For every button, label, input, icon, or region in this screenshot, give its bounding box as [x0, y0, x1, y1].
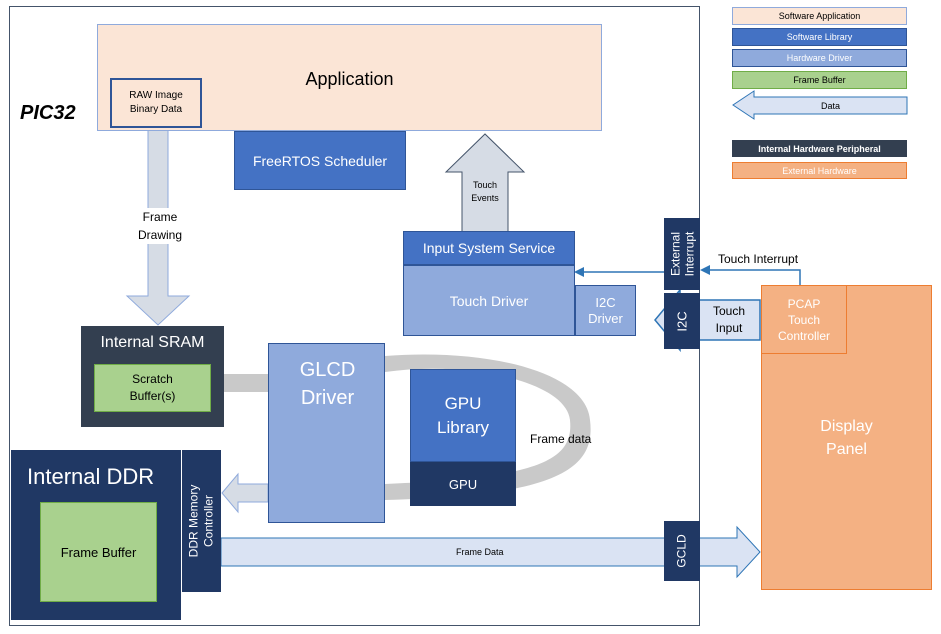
pcap-controller-block: PCAP Touch Controller: [761, 285, 847, 354]
gpu-label: GPU: [448, 476, 478, 492]
legend-data-label: Data: [820, 100, 840, 111]
gpu-library-label: GPU Library: [437, 393, 489, 437]
chip-label: PIC32: [20, 102, 76, 124]
pcap-controller-label: PCAP Touch Controller: [777, 296, 831, 343]
sram-to-glcd-band: [224, 374, 268, 392]
scratch-buffer-box: Scratch Buffer(s): [94, 364, 211, 412]
frame-buffer-box: Frame Buffer: [40, 502, 157, 602]
legend-software-library-label: Software Library: [786, 32, 853, 42]
legend-frame-buffer: Frame Buffer: [732, 71, 907, 89]
display-panel-label: Display Panel: [820, 417, 873, 458]
i2c-peripheral-label: I2C: [674, 310, 690, 332]
gpu-frame-data-loop: [385, 354, 591, 500]
input-system-service-label: Input System Service: [422, 240, 556, 256]
touch-interrupt-arrowhead: [700, 265, 710, 275]
legend-internal-peripheral-label: Internal Hardware Peripheral: [758, 143, 881, 154]
ddr-memory-controller-block: DDR Memory Controller: [181, 450, 221, 592]
glcd-to-ddr-arrow: [221, 472, 269, 514]
gpu-block: GPU: [410, 462, 516, 506]
internal-sram-block: Internal SRAM Scratch Buffer(s): [81, 326, 224, 427]
interrupt-to-driver-arrowhead: [574, 267, 584, 277]
legend-data: Data: [754, 97, 907, 114]
frame-buffer-label: Frame Buffer: [60, 544, 137, 560]
frame-drawing-label: Frame Drawing: [124, 208, 196, 244]
frame-data-loop-label: Frame data: [530, 432, 592, 446]
glcd-driver-block: GLCD Driver: [268, 343, 385, 523]
gcld-block: GCLD: [664, 521, 700, 581]
gpu-library-block: GPU Library: [410, 369, 516, 462]
legend-frame-buffer-label: Frame Buffer: [793, 75, 846, 85]
raw-image-box: RAW Image Binary Data: [110, 78, 202, 128]
internal-ddr-label: Internal DDR: [27, 464, 155, 489]
legend-external-hardware: External Hardware: [732, 162, 907, 179]
touch-interrupt-line: [702, 269, 801, 285]
external-interrupt-label: External Interrupt: [668, 231, 697, 277]
scratch-buffer-label: Scratch Buffer(s): [129, 372, 176, 403]
legend-software-application-label: Software Application: [778, 11, 861, 21]
legend-internal-peripheral: Internal Hardware Peripheral: [732, 140, 907, 157]
touch-events-arrow: [444, 133, 526, 239]
input-system-service-block: Input System Service: [403, 231, 575, 265]
gcld-label: GCLD: [675, 534, 689, 568]
frame-data-bus-label: Frame Data: [456, 547, 504, 557]
legend-software-application: Software Application: [732, 7, 907, 25]
legend-software-library: Software Library: [732, 28, 907, 46]
external-interrupt-block: External Interrupt: [664, 218, 700, 290]
frame-data-bus-arrow: [220, 525, 761, 579]
legend-hardware-driver-label: Hardware Driver: [786, 53, 853, 63]
i2c-peripheral-block: I2C: [664, 293, 700, 349]
internal-sram-label: Internal SRAM: [100, 334, 205, 351]
glcd-driver-label: GLCD Driver: [299, 359, 356, 409]
touch-events-label: Touch Events: [471, 180, 499, 203]
application-label: Application: [305, 69, 394, 89]
legend-external-hardware-label: External Hardware: [782, 165, 857, 176]
raw-image-label: RAW Image Binary Data: [129, 90, 183, 115]
touch-interrupt-label: Touch Interrupt: [718, 252, 799, 266]
freertos-scheduler-label: FreeRTOS Scheduler: [252, 152, 388, 169]
touch-driver-label: Touch Driver: [449, 292, 529, 309]
legend-hardware-driver: Hardware Driver: [732, 49, 907, 67]
touch-driver-block: Touch Driver: [403, 265, 575, 336]
internal-ddr-block: Internal DDR Frame Buffer: [11, 450, 181, 620]
i2c-driver-block: I2C Driver: [575, 285, 636, 336]
i2c-driver-label: I2C Driver: [588, 294, 623, 326]
touch-input-label: Touch Input: [712, 304, 746, 335]
freertos-scheduler-block: FreeRTOS Scheduler: [234, 131, 406, 190]
ddr-memory-controller-label: DDR Memory Controller: [186, 484, 216, 558]
legend-data-arrow: [732, 90, 908, 120]
